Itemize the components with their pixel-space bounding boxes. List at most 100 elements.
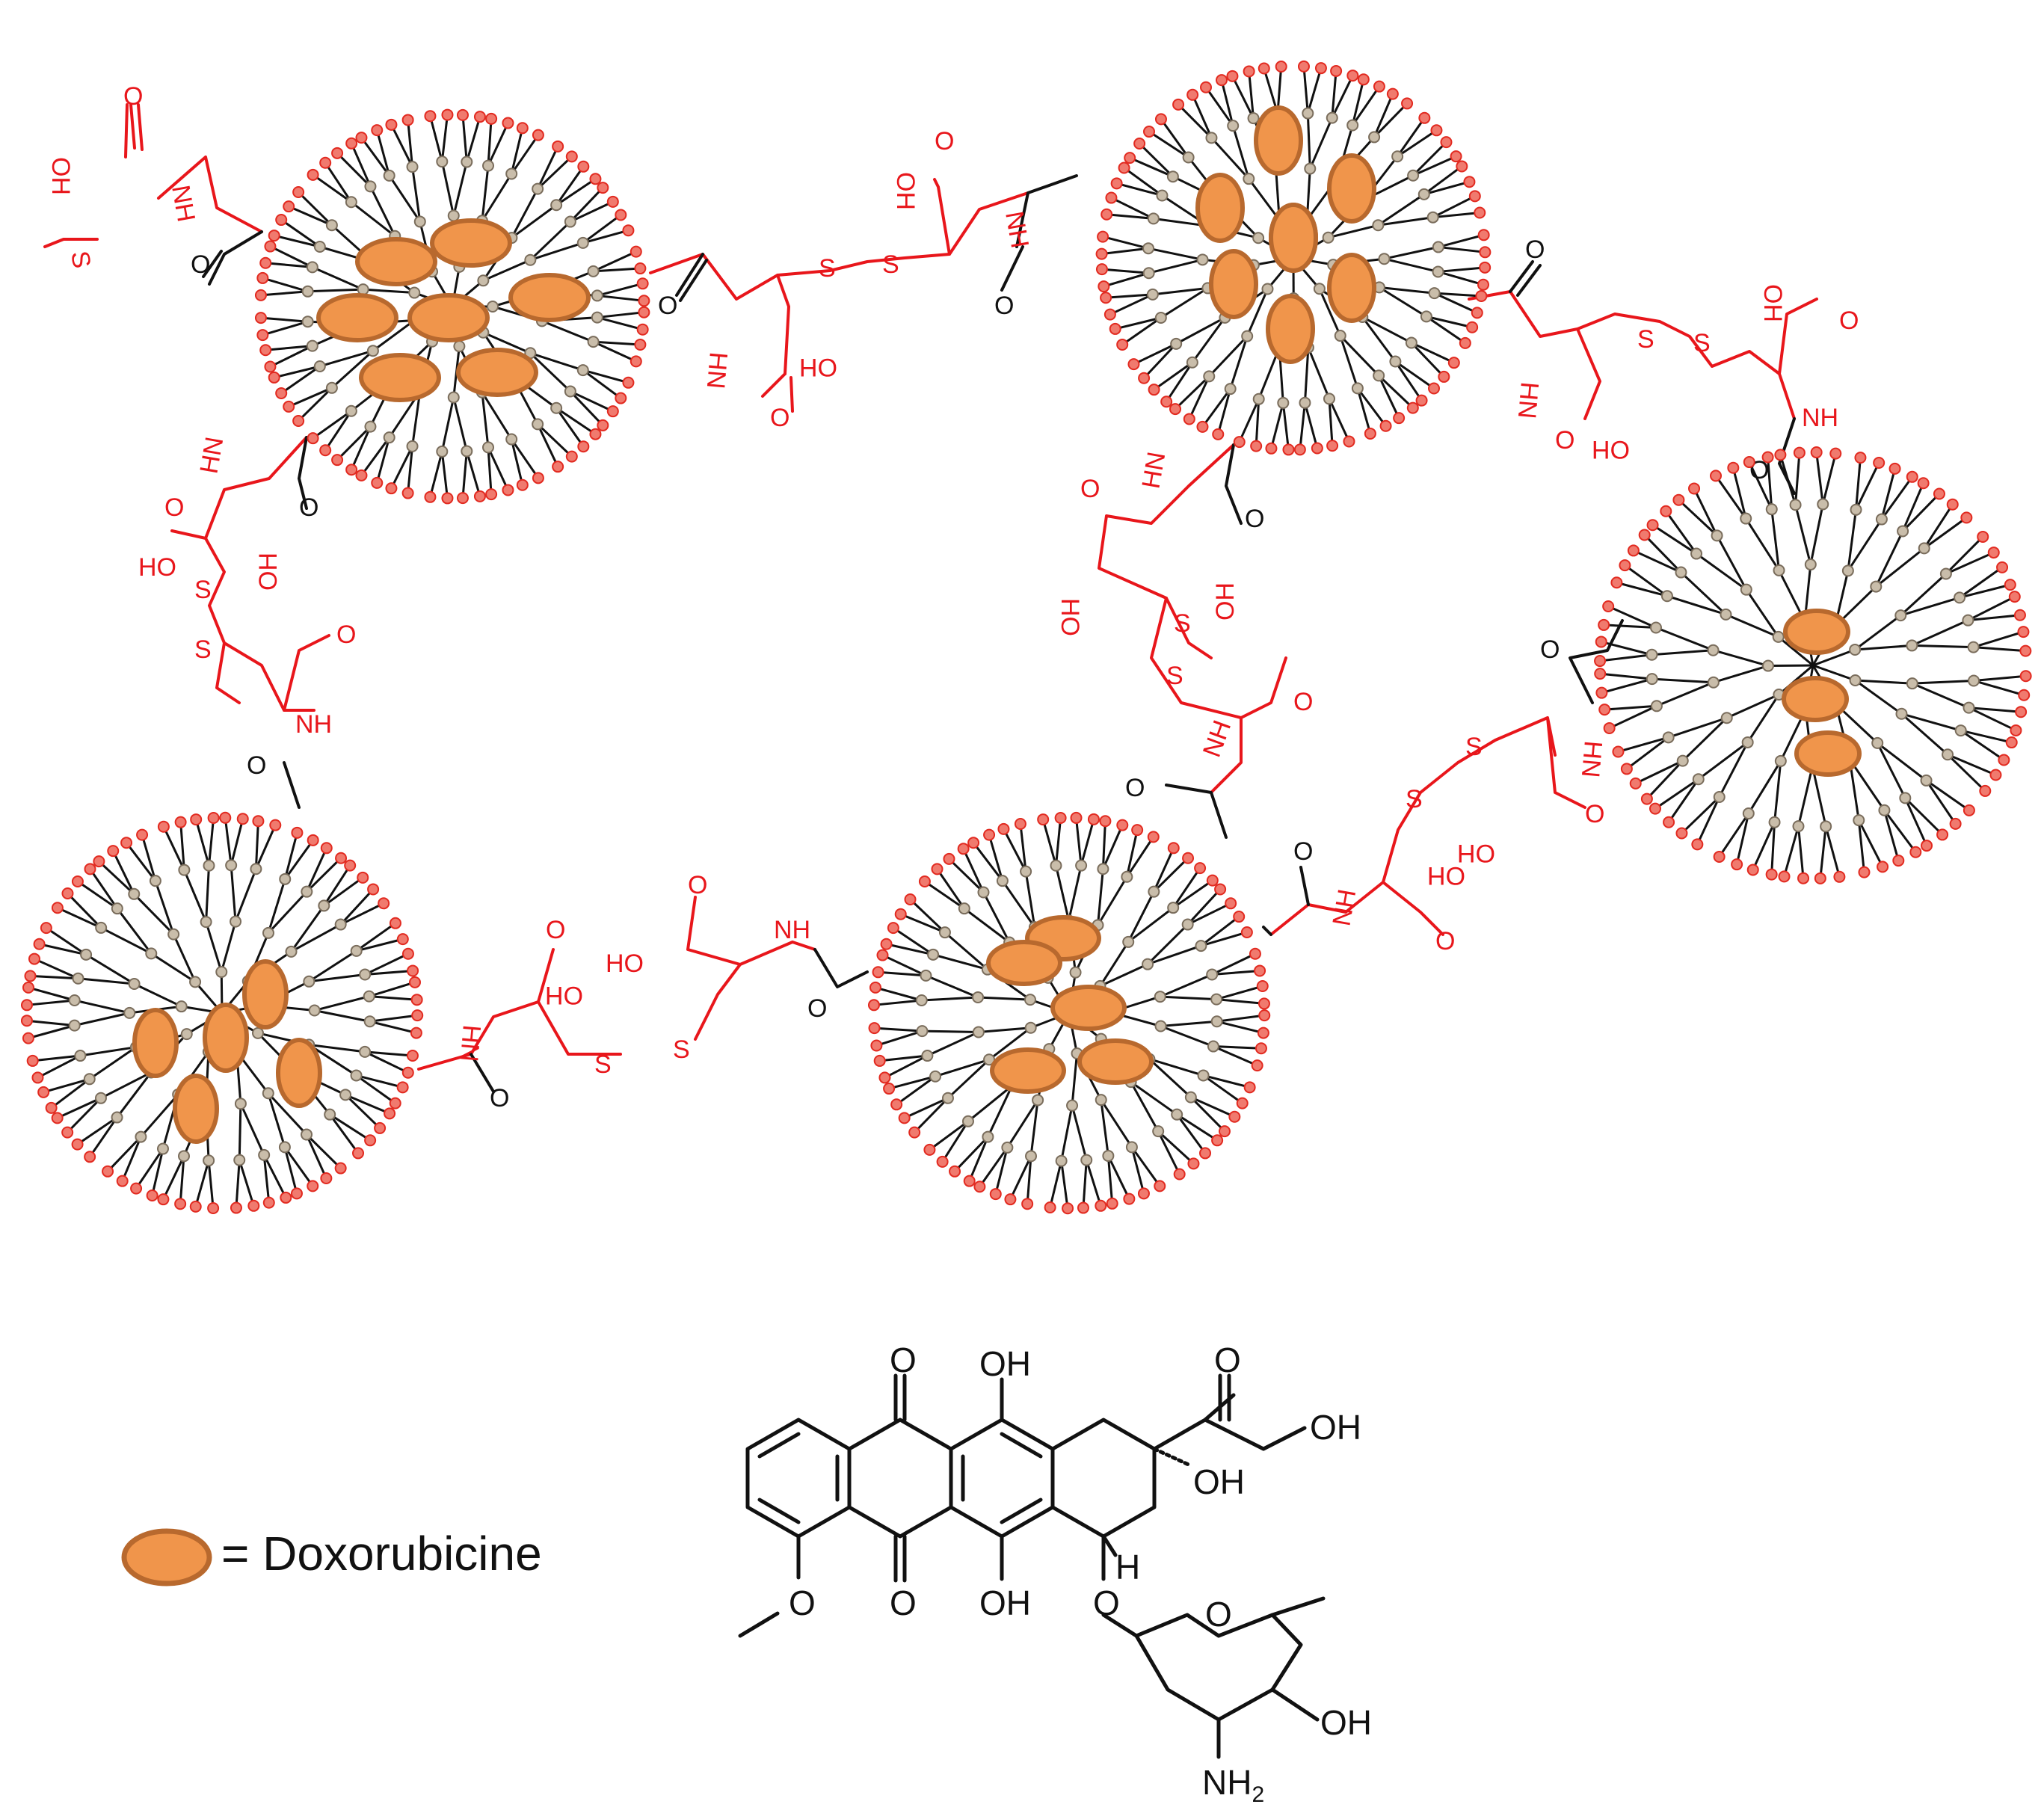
dendrimer-bond — [1178, 103, 1213, 139]
dendrimer-bond — [597, 316, 644, 331]
terminal-group — [1619, 559, 1631, 572]
terminal-group — [1447, 357, 1460, 369]
dendrimer-bond — [1794, 504, 1812, 565]
dendrimer-bond — [1726, 693, 1780, 719]
terminal-group — [1169, 403, 1182, 416]
dendrimer-bond — [1080, 819, 1095, 867]
dendrimer-node — [1720, 712, 1733, 724]
dendrimer-node — [1711, 529, 1723, 542]
terminal-group — [71, 1138, 84, 1151]
dendrimer-node — [1167, 902, 1180, 914]
dendrimer-node — [285, 945, 298, 958]
terminal-group — [292, 414, 305, 427]
dendrimer-bond — [356, 938, 404, 952]
terminal-group — [1960, 511, 1973, 524]
terminal-group — [51, 902, 64, 914]
linker-atom-label: O — [123, 82, 143, 111]
dendrimer-node — [145, 947, 158, 960]
dox-ring-o: O — [1205, 1595, 1232, 1634]
dendrimer-bond — [1099, 963, 1148, 988]
dendrimer-bond — [1601, 677, 1653, 695]
terminal-group — [1710, 470, 1723, 482]
dendrimer-node — [325, 219, 338, 232]
linker-atom-label: NH — [1327, 887, 1361, 928]
dendrimer-bond — [1071, 1053, 1079, 1106]
terminal-group — [307, 168, 319, 181]
dendrimer-node — [363, 990, 375, 1003]
terminal-group — [207, 811, 220, 824]
dendrimer-bond — [1200, 915, 1240, 947]
linker-atom-label: S — [673, 1035, 690, 1064]
linker-bond — [1098, 443, 1287, 794]
dendrimer-node — [482, 441, 495, 454]
dendrimer-bond — [1216, 388, 1232, 435]
dendrimer-bond — [133, 893, 175, 935]
dendrimer-node — [1774, 754, 1787, 767]
dendrimer-bond — [555, 407, 585, 448]
dendrimer-bond — [1105, 293, 1153, 299]
terminal-group — [997, 822, 1010, 835]
dendrimer-bond — [314, 995, 370, 1012]
dendrimer-bond — [511, 188, 539, 238]
dendrimer-node — [1660, 590, 1673, 603]
dendrimer-node — [1210, 1015, 1223, 1028]
dendrimer-node — [1156, 189, 1169, 202]
dendrimer-bond — [1299, 402, 1306, 450]
terminal-group — [367, 883, 380, 896]
dendrimer-bond — [356, 1074, 404, 1089]
terminal-group — [989, 1188, 1002, 1201]
dendrimer-bond — [569, 187, 604, 223]
dendrimer-bond — [407, 446, 414, 493]
terminal-group — [532, 472, 544, 484]
dendrimer-node — [1020, 865, 1032, 878]
terminal-group — [1137, 1187, 1150, 1200]
dendrimer-bond — [1248, 178, 1281, 221]
dendrimer-node — [461, 156, 473, 168]
dendrimer-node — [306, 261, 318, 274]
terminal-group — [636, 323, 649, 336]
terminal-group — [532, 129, 544, 141]
dendrimer-node — [383, 169, 395, 182]
dendrimer-bond — [1904, 797, 1944, 836]
doxorubicin-payload — [203, 1003, 249, 1073]
dendrimer-bond — [873, 999, 922, 1006]
dendrimer-bond — [78, 977, 135, 985]
linker-atom-label: HO — [138, 553, 176, 582]
terminal-group — [1833, 870, 1846, 883]
dendrimer-bond — [1049, 1160, 1063, 1208]
dendrimer-bond — [922, 1029, 979, 1033]
dendrimer-node — [1675, 566, 1687, 579]
terminal-group — [1774, 449, 1787, 461]
dendrimer-bond — [977, 996, 1031, 1001]
dendrimer-bond — [1203, 1074, 1251, 1089]
dendrimer-node — [406, 161, 419, 173]
linker-bond — [417, 896, 816, 1071]
dendrimer-bond — [1959, 566, 2003, 599]
dendrimer-bond — [1731, 467, 1747, 519]
dendrimer-bond — [1229, 336, 1249, 390]
dendrimer-bond — [900, 913, 946, 934]
dendrimer-bond — [529, 221, 571, 261]
dendrimer-node — [1850, 503, 1862, 516]
terminal-group — [411, 1009, 424, 1022]
dendrimer-bond — [1303, 402, 1319, 449]
terminal-group — [1154, 113, 1167, 126]
dendrimer-bond — [100, 1071, 152, 1100]
terminal-group — [870, 1039, 883, 1052]
terminal-group — [1182, 852, 1195, 864]
dendrimer-bond — [1624, 564, 1668, 597]
dendrimer-bond — [465, 116, 481, 162]
dendrimer-bond — [1147, 923, 1189, 965]
doxorubicin-payload — [508, 273, 591, 322]
dendrimer-bond — [510, 439, 524, 486]
terminal-group — [936, 1155, 949, 1168]
linker-atom-label: O — [164, 493, 184, 522]
dendrimer-bond — [1855, 679, 1912, 685]
dendrimer-bond — [179, 822, 185, 870]
terminal-group — [1998, 754, 2010, 766]
dendrimer-bond — [1103, 271, 1150, 288]
dendrimer-bond — [57, 1097, 102, 1119]
terminal-group — [1612, 745, 1625, 758]
dendrimer-node — [1870, 580, 1883, 593]
dendrimer-node — [1841, 564, 1854, 577]
